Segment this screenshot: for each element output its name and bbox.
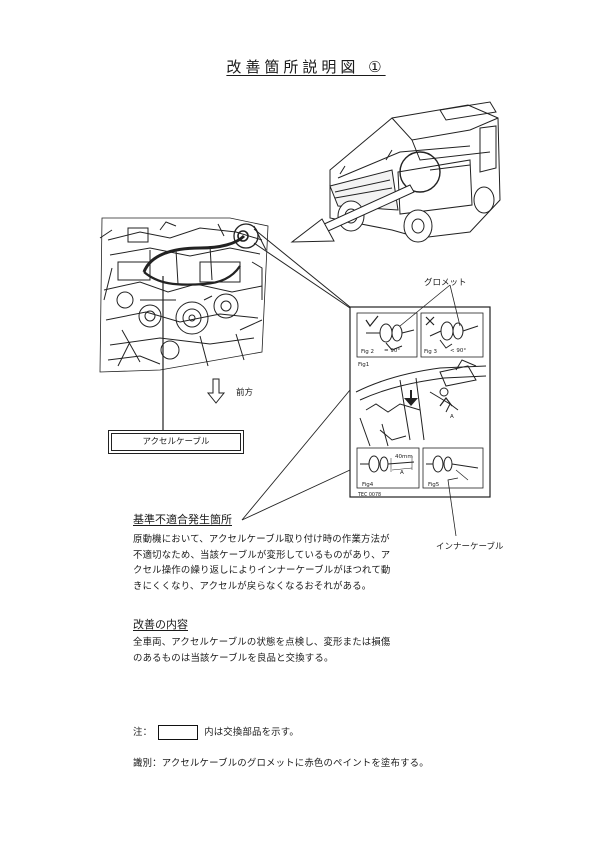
- section1-line: きにくくなり、アクセルが戻らなくなるおそれがある。: [133, 580, 372, 592]
- fig3-label: Fig 3: [424, 349, 438, 355]
- grommet-label: グロメット: [424, 278, 467, 288]
- dim-label: 40mm: [395, 454, 413, 460]
- section1-line: クセル操作の繰り返しによりインナーケーブルがほつれて動: [133, 565, 391, 576]
- section1-line: 不適切なため、当該ケーブルが変形しているものがあり、ア: [133, 549, 391, 561]
- accel-cable-label-box: アクセルケーブル: [111, 433, 241, 451]
- section1-line: 原動機において、アクセルケーブル取り付け時の作業方法が: [133, 534, 390, 545]
- engine-drawing: [99, 217, 269, 373]
- section2-line: 全車両、アクセルケーブルの状態を点検し、変形または損傷: [133, 637, 391, 648]
- accel-cable-label: アクセルケーブル: [142, 437, 210, 447]
- pointer-arrow: [290, 184, 415, 243]
- note: 注： 内は交換部品を示す。: [133, 725, 299, 741]
- fig4-label: Fig4: [362, 482, 374, 488]
- section2-heading: 改善の内容: [133, 618, 188, 631]
- mark-a-2: A: [400, 470, 404, 476]
- mark-a: A: [450, 414, 454, 420]
- fig2-angle: = 90°: [384, 348, 400, 354]
- page-title: 改善箇所説明図 ①: [226, 58, 386, 76]
- note-suffix: 内は交換部品を示す。: [204, 727, 299, 738]
- fig5-label: Fig5: [428, 482, 440, 488]
- fig1-label: Fig1: [358, 362, 369, 368]
- section1-heading: 基準不適合発生箇所: [133, 513, 232, 526]
- fig2-label: Fig 2: [361, 349, 374, 355]
- vehicle-drawing: [329, 101, 501, 243]
- inner-cable-label: インナーケーブル: [436, 542, 504, 552]
- section2-line: のあるものは当該ケーブルを良品と交換する。: [133, 652, 334, 664]
- note-prefix: 注：: [133, 727, 153, 738]
- figure-ref: TEC 0078: [357, 492, 381, 498]
- identification-note: 識別：アクセルケーブルのグロメットに赤色のペイントを塗布する。: [133, 758, 429, 769]
- section1-body: 原動機において、アクセルケーブル取り付け時の作業方法が 不適切なため、当該ケーブ…: [133, 532, 433, 594]
- front-label: 前方: [236, 388, 254, 398]
- fig3-angle: < 90°: [450, 348, 466, 354]
- replacement-part-legend-box: [158, 725, 199, 741]
- detail-panel: [349, 306, 491, 498]
- section2-body: 全車両、アクセルケーブルの状態を点検し、変形または損傷 のあるものは当該ケーブル…: [133, 635, 433, 666]
